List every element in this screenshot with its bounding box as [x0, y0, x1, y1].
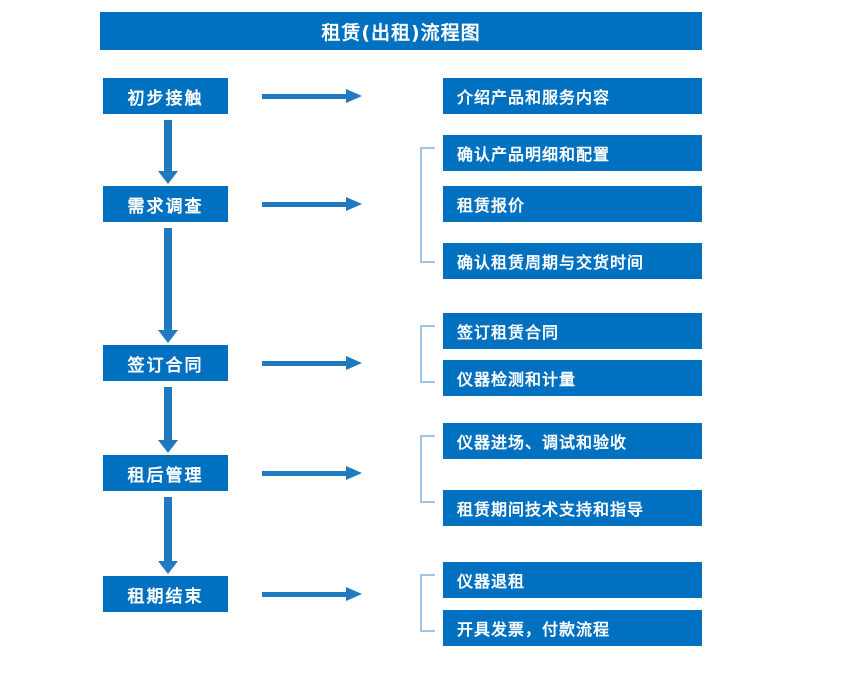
arrow-shaft [262, 471, 348, 476]
arrow-shaft [262, 94, 348, 99]
down-arrow-icon-contact-to-survey [158, 120, 178, 184]
stage-box-initial-contact[interactable]: 初步接触 [103, 78, 228, 114]
detail-box-confirm-period[interactable]: 确认租赁周期与交货时间 [443, 243, 702, 279]
down-arrow-icon-survey-to-contract [158, 228, 178, 343]
right-arrow-icon-sign-contract [262, 356, 362, 370]
arrow-shaft [164, 120, 172, 171]
group-bracket-icon-post-rent-mgmt [420, 435, 435, 503]
stage-box-post-rent-mgmt[interactable]: 租后管理 [103, 455, 228, 491]
right-arrow-icon-initial-contact [262, 89, 362, 103]
detail-box-sign-lease-contract[interactable]: 签订租赁合同 [443, 313, 702, 349]
stage-box-needs-survey[interactable]: 需求调查 [103, 186, 228, 222]
group-bracket-icon-lease-end [420, 574, 435, 632]
down-arrow-icon-mgmt-to-end [158, 497, 178, 574]
group-bracket-icon-sign-contract [420, 325, 435, 383]
down-arrow-icon-contract-to-mgmt [158, 387, 178, 453]
right-arrow-icon-needs-survey [262, 197, 362, 211]
detail-box-instrument-testing[interactable]: 仪器检测和计量 [443, 360, 702, 396]
page-title: 租赁(出租)流程图 [100, 12, 702, 50]
stage-box-lease-end[interactable]: 租期结束 [103, 576, 228, 612]
arrow-head [346, 587, 362, 601]
group-bracket-icon-needs-survey [420, 147, 435, 263]
arrow-head [158, 440, 178, 453]
detail-box-tech-support[interactable]: 租赁期间技术支持和指导 [443, 490, 702, 526]
detail-box-instrument-return[interactable]: 仪器退租 [443, 562, 702, 598]
arrow-shaft [262, 202, 348, 207]
arrow-shaft [262, 361, 348, 366]
detail-box-confirm-spec[interactable]: 确认产品明细和配置 [443, 135, 702, 171]
arrow-head [158, 561, 178, 574]
detail-box-instrument-entry[interactable]: 仪器进场、调试和验收 [443, 423, 702, 459]
arrow-head [158, 330, 178, 343]
arrow-shaft [164, 497, 172, 561]
arrow-head [346, 197, 362, 211]
arrow-head [158, 171, 178, 184]
arrow-shaft [164, 387, 172, 440]
arrow-head [346, 89, 362, 103]
arrow-head [346, 356, 362, 370]
right-arrow-icon-post-rent-mgmt [262, 466, 362, 480]
arrow-shaft [164, 228, 172, 330]
detail-box-introduce-products[interactable]: 介绍产品和服务内容 [443, 78, 702, 114]
detail-box-invoice-payment[interactable]: 开具发票，付款流程 [443, 610, 702, 646]
arrow-shaft [262, 592, 348, 597]
stage-box-sign-contract[interactable]: 签订合同 [103, 345, 228, 381]
detail-box-rental-quote[interactable]: 租赁报价 [443, 186, 702, 222]
right-arrow-icon-lease-end [262, 587, 362, 601]
arrow-head [346, 466, 362, 480]
